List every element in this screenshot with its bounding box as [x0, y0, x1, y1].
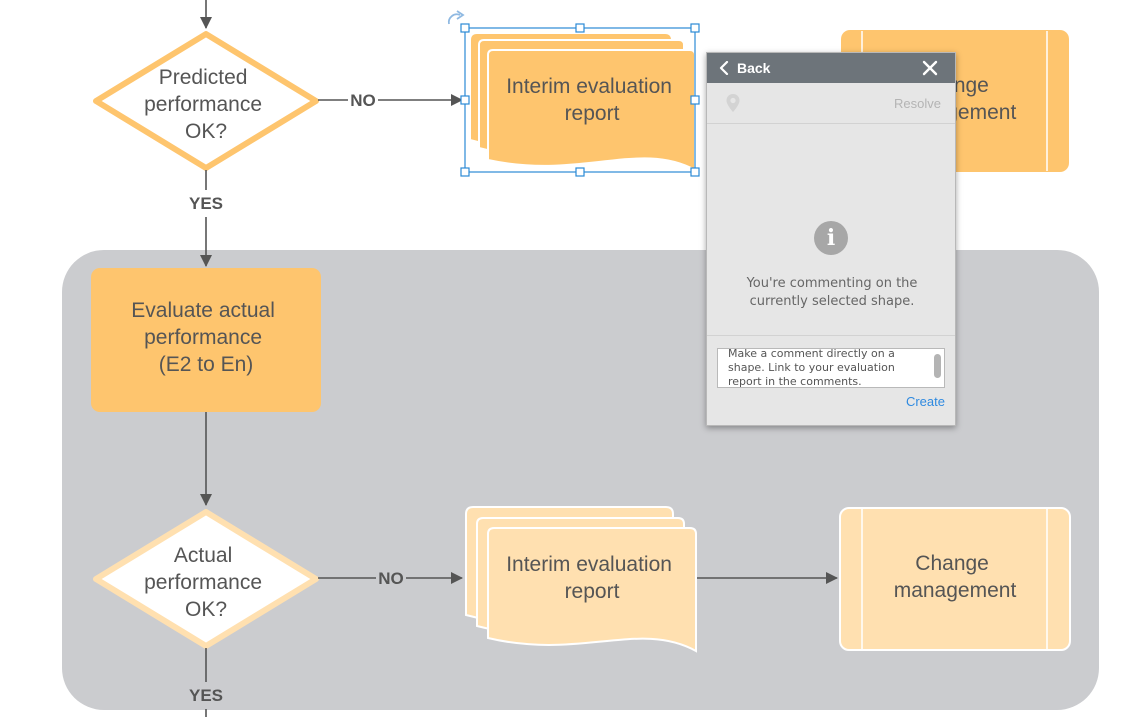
decision-predicted-performance[interactable]: Predicted performance OK? — [93, 31, 319, 171]
comment-input-text: Make a comment directly on a shape. Link… — [728, 348, 899, 388]
comment-panel-header: Back — [707, 53, 955, 83]
info-icon: i — [814, 221, 848, 255]
comment-panel-footer: Make a comment directly on a shape. Link… — [707, 335, 955, 426]
evaluate-actual-line-3: (E2 to En) — [159, 353, 254, 376]
interim-report-top-line-2: report — [565, 102, 620, 125]
svg-text:Evaluate actual performa: Evaluate actual performance (E2 to En) — [131, 299, 280, 376]
comment-panel-toolbar: Resolve — [707, 83, 955, 124]
decision-actual-line-2: performance — [144, 571, 262, 594]
selection-handle-n[interactable] — [575, 23, 585, 33]
decision-actual-performance[interactable]: Actual performance OK? — [93, 509, 319, 649]
map-pin-icon[interactable] — [725, 93, 741, 113]
process-evaluate-actual-performance[interactable]: Evaluate actual performance (E2 to En) — [91, 268, 321, 412]
selection-handle-se[interactable] — [690, 167, 700, 177]
create-button[interactable]: Create — [905, 394, 945, 409]
svg-text:Actual performance: Actual performance OK? — [144, 544, 268, 621]
evaluate-actual-line-2: performance — [144, 326, 262, 349]
interim-report-bottom[interactable]: Interim evaluation report — [465, 506, 697, 653]
decision-actual-line-1: Actual — [174, 544, 232, 567]
change-management-bottom-line-2: management — [894, 579, 1017, 602]
change-management-bottom[interactable]: Change management — [839, 507, 1071, 651]
decision-predicted-line-1: Predicted — [159, 66, 248, 89]
evaluate-actual-line-1: Evaluate actual — [131, 299, 275, 322]
decision-predicted-line-3: OK? — [185, 120, 227, 143]
svg-text:Interim evaluation repor: Interim evaluation report — [506, 553, 678, 603]
back-button[interactable]: Back — [719, 53, 770, 83]
edge-label-yes-bottom: YES — [189, 686, 223, 705]
selection-handle-s[interactable] — [575, 167, 585, 177]
selection-handle-e[interactable] — [690, 95, 700, 105]
comment-info-message: You're commenting on the currently selec… — [746, 276, 918, 309]
selection-box[interactable] — [447, 10, 700, 177]
decision-actual-line-3: OK? — [185, 598, 227, 621]
comment-input-scrollbar[interactable] — [934, 354, 941, 378]
svg-text:Predicted performance: Predicted performance OK? — [144, 66, 268, 143]
selection-handle-sw[interactable] — [460, 167, 470, 177]
interim-report-bottom-line-2: report — [565, 580, 620, 603]
interim-report-bottom-line-1: Interim evaluation — [506, 553, 672, 576]
chevron-left-icon — [719, 61, 729, 75]
comment-input[interactable]: Make a comment directly on a shape. Link… — [717, 348, 945, 388]
selection-handle-nw[interactable] — [460, 23, 470, 33]
rotate-handle-icon[interactable] — [447, 13, 461, 25]
close-icon[interactable] — [921, 59, 939, 77]
edge-label-no-top: NO — [350, 91, 376, 110]
interim-report-top-line-1: Interim evaluation — [506, 75, 672, 98]
edge-label-no-bottom: NO — [378, 569, 404, 588]
interim-report-top[interactable]: Interim evaluation report — [469, 32, 696, 172]
decision-predicted-line-2: performance — [144, 93, 262, 116]
comment-panel: Back Resolve i You're commenting on the … — [706, 52, 956, 426]
svg-text:Interim evaluation repor: Interim evaluation report — [506, 75, 678, 125]
selection-handle-w[interactable] — [460, 95, 470, 105]
back-label: Back — [737, 60, 771, 76]
svg-text:Change management: Change management — [894, 552, 1017, 602]
change-management-bottom-line-1: Change — [915, 552, 989, 575]
edge-label-yes-top: YES — [189, 194, 223, 213]
selection-handle-ne[interactable] — [690, 23, 700, 33]
resolve-button[interactable]: Resolve — [894, 96, 941, 111]
